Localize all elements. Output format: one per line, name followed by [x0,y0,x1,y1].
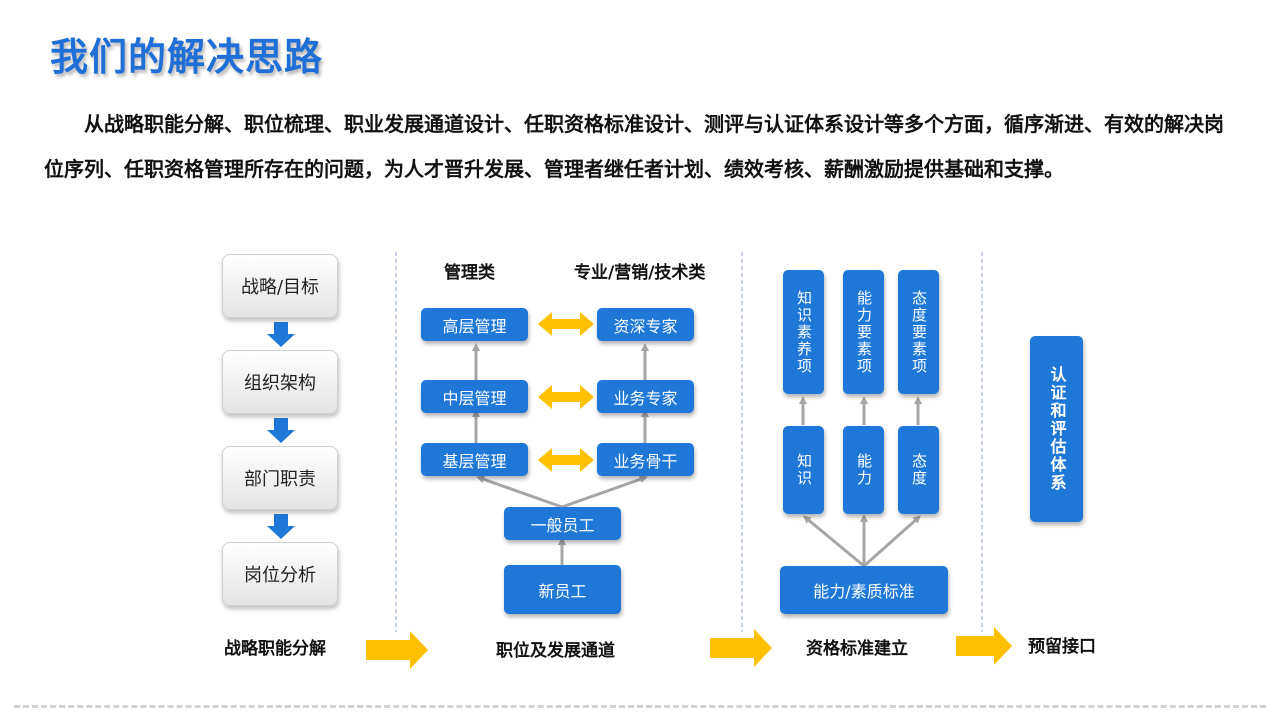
box-senior-management: 高层管理 [421,308,528,341]
label-strategy-decomposition: 战略职能分解 [224,639,326,659]
intro-paragraph: 从战略职能分解、职位梳理、职业发展通道设计、任职资格标准设计、测评与认证体系设计… [44,112,1224,181]
down-arrow-3 [267,514,295,539]
footer-divider [14,705,1266,708]
down-arrow-2 [267,418,295,443]
double-arrow-1 [538,312,594,336]
process-arrow-2 [710,629,772,667]
page-title: 我们的解决思路 [50,35,324,79]
double-arrow-2 [538,385,594,409]
box-knowledge-items: 知识素养项 [783,270,824,394]
header-management: 管理类 [444,263,495,283]
box-certification-system: 认证和评估体系 [1030,336,1083,522]
box-new-employee: 新员工 [504,565,621,614]
step-dept-duties: 部门职责 [222,446,338,510]
label-qualification-standard: 资格标准建立 [806,639,908,659]
label-reserved-interface: 预留接口 [1028,637,1096,657]
step-org-structure: 组织架构 [222,350,338,414]
box-senior-expert: 资深专家 [597,308,694,341]
box-middle-management: 中层管理 [421,380,528,413]
process-arrow-1 [366,631,428,669]
box-attitude-items: 态度要素项 [898,270,939,394]
box-ability: 能力 [843,426,884,514]
box-general-employee: 一般员工 [504,507,621,540]
double-arrow-3 [538,448,594,472]
box-business-backbone: 业务骨干 [597,443,694,476]
header-professional: 专业/营销/技术类 [574,263,706,283]
box-business-expert: 业务专家 [597,380,694,413]
box-competency-standard: 能力/素质标准 [780,566,948,614]
box-knowledge: 知识 [783,426,824,514]
box-ability-items: 能力要素项 [843,270,884,394]
process-arrow-3 [956,627,1012,665]
down-arrow-1 [267,322,295,347]
box-attitude: 态度 [898,426,939,514]
step-strategy-goal: 战略/目标 [222,254,338,318]
step-job-analysis: 岗位分析 [222,542,338,606]
box-junior-management: 基层管理 [421,443,528,476]
label-career-path: 职位及发展通道 [496,641,615,661]
